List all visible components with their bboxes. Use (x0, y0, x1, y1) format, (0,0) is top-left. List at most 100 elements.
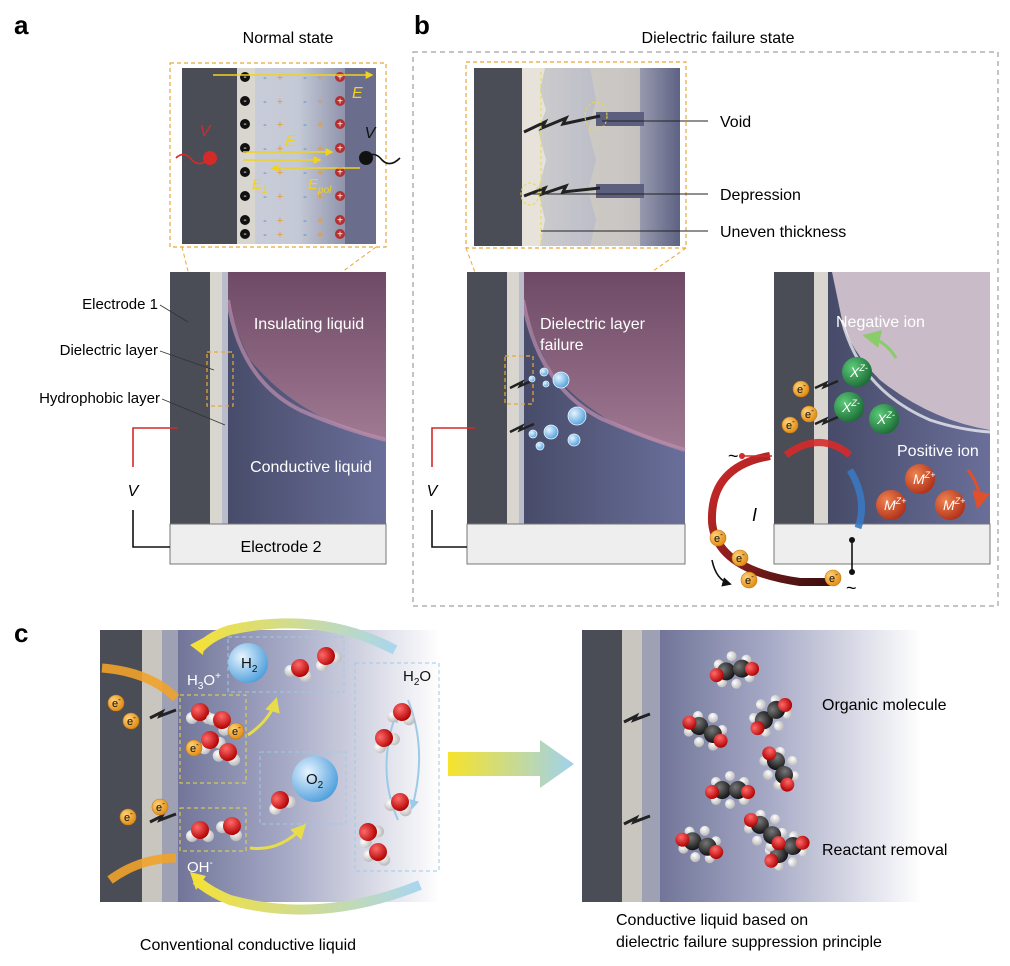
electron-label: e- (124, 809, 133, 824)
crack-void (523, 114, 601, 134)
oxygen-atom (764, 853, 779, 868)
organic-molecule (743, 809, 787, 852)
oxygen-atom (191, 703, 209, 721)
oh-box (179, 807, 247, 852)
hydrophobic-layer-label: Hydrophobic layer (39, 390, 160, 407)
charge-flow-blue (846, 468, 866, 530)
positive-charge (335, 119, 345, 129)
failure-label-line2: failure (540, 337, 584, 354)
electrons-b: e-e-e-e-e-e-e- (709, 380, 842, 589)
electron-label: e- (786, 417, 795, 432)
depression-label: Depression (720, 187, 801, 204)
electrode-2-a (169, 523, 387, 565)
oxygen-atom (201, 731, 219, 749)
polarization-charge: - (303, 143, 307, 155)
hydrogen-atom (787, 756, 798, 766)
polarization-charge: - (303, 72, 307, 84)
water-molecule (316, 647, 342, 672)
electron-label: e- (156, 799, 165, 814)
negative-charge-sign: - (243, 215, 246, 226)
oxygen-atom (682, 715, 697, 730)
polarization-charge: + (317, 191, 323, 203)
h2o-box (354, 662, 440, 872)
tilde-top: ~ (728, 446, 739, 466)
inset-v-left: V (200, 123, 212, 140)
inset-void-channel (596, 112, 644, 126)
electron-stream-top (101, 663, 180, 702)
gas-bubble (552, 371, 570, 389)
panel-b: b Dielectric failure state Void Depressi… (412, 10, 999, 607)
inset-dielectric-a (237, 68, 255, 244)
electron-label: e- (190, 740, 199, 755)
electrons-c: e-e-e-e-e-e- (107, 694, 245, 826)
field-e1-label: E1 (252, 176, 268, 196)
panel-a-letter: a (14, 10, 29, 40)
oxygen-atom (743, 812, 758, 827)
electron (107, 694, 125, 712)
positive-charge-sign: + (337, 144, 343, 155)
positive-charge (335, 143, 345, 153)
gas-bubble (535, 441, 545, 451)
oxygen-atom (375, 729, 393, 747)
h3o-label: H3O+ (187, 671, 221, 692)
water-molecule (269, 791, 296, 815)
water-molecule (212, 743, 241, 766)
right-caption-line1: Conductive liquid based on (616, 912, 808, 929)
hydrogen-atom (731, 678, 742, 689)
organic-molecule-label: Organic molecule (822, 697, 947, 714)
crack-detail-2 (814, 415, 839, 426)
droplet-interface-b (521, 299, 686, 452)
hydrogen-atom (773, 720, 784, 731)
polarization-charge: - (263, 215, 267, 227)
negative-charge (240, 229, 250, 239)
oxygen-atom (705, 785, 719, 799)
cycle-arrow-top (194, 618, 398, 655)
ion-detail-dielectric (814, 272, 828, 524)
inset-depression-channel (596, 184, 644, 198)
negative-ion (834, 392, 864, 422)
positive-charge (335, 229, 345, 239)
polarization-charge: - (263, 96, 267, 108)
hydrogen-atom (694, 737, 704, 748)
polarization-charge: - (263, 143, 267, 155)
oxygen-atom (369, 843, 387, 861)
oxygen-atom (795, 835, 810, 850)
electron (800, 405, 818, 423)
positive-charge-sign: + (337, 168, 343, 179)
negative-charge (240, 167, 250, 177)
negative-charge (240, 119, 250, 129)
ions-b: XZ-XZ-XZ-MZ+MZ+MZ+ (834, 357, 965, 520)
hydrogen-atom (699, 825, 710, 836)
panel-c-letter: c (14, 618, 28, 648)
crack-c2 (149, 812, 177, 824)
hydrogen-atom (726, 651, 737, 662)
crack-depression (523, 183, 601, 198)
organic-molecule (682, 711, 728, 751)
hydrogen-atom (690, 852, 701, 863)
failure-label-line1: Dielectric layer (540, 316, 646, 333)
oxygen-atom (709, 668, 724, 683)
field-epol-label: Epol (308, 176, 332, 196)
oxygen-atom (359, 823, 377, 841)
polarization-charge: - (303, 167, 307, 179)
voltage-label-a: V (128, 483, 140, 500)
inset-dielectric-b (522, 68, 546, 246)
gas-bubble (543, 424, 559, 440)
water-molecule (206, 711, 231, 736)
reactant-removal-label: Reactant removal (822, 842, 947, 859)
o2-box (259, 751, 347, 825)
polarization-charge: - (263, 167, 267, 179)
negative-charge (240, 215, 250, 225)
current-node-bottom (849, 569, 855, 575)
electron-label: e- (127, 713, 136, 728)
ion-detail-insulating (832, 272, 990, 430)
h2o-cycle-arrow-1 (407, 699, 421, 810)
hydrogen-atom (788, 857, 798, 868)
organic-molecule (764, 831, 810, 871)
current-node-top (739, 453, 745, 459)
electron (731, 549, 749, 567)
positive-ion-label: MZ+ (913, 470, 935, 487)
panel-a-title: Normal state (243, 30, 334, 47)
dielectric-layer-b (507, 272, 519, 524)
polarization-charge: - (303, 191, 307, 203)
